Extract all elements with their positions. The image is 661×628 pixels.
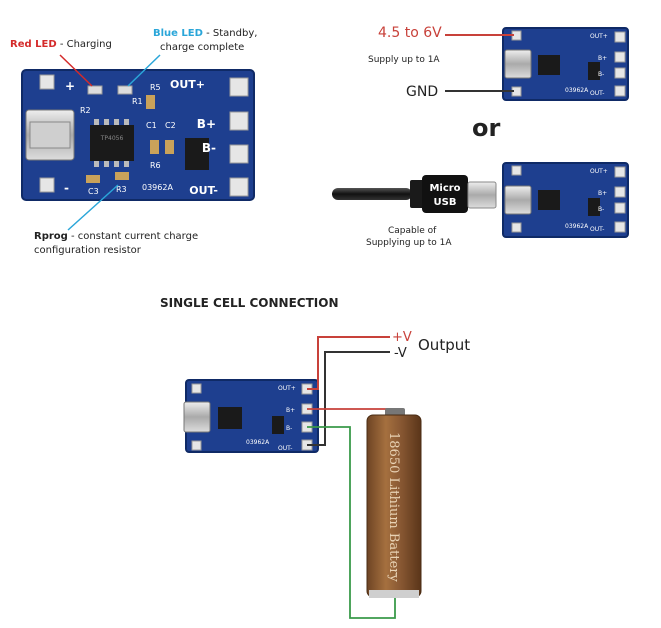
rprog-label: Rprog (34, 231, 68, 242)
b1-b-minus: B- (598, 71, 604, 78)
b1-chip: 03962A (565, 87, 589, 94)
b2-b-minus: B- (598, 206, 604, 213)
ic-chip (90, 125, 134, 161)
usb-label-1: Micro (429, 183, 460, 194)
capable-label-2: Supplying up to 1A (366, 238, 452, 248)
b2-out-minus: OUT- (590, 226, 604, 233)
board-usb: OUT+ B+ B- OUT- 03962A (502, 162, 629, 238)
silk-out-minus: OUT- (189, 184, 218, 197)
b3-out-plus: OUT+ (278, 385, 296, 392)
b1-b-plus: B+ (598, 55, 607, 62)
b2-chip: 03962A (565, 223, 589, 230)
voltage-label: 4.5 to 6V (378, 25, 442, 41)
b3-chip: 03962A (246, 439, 270, 446)
output-label: Output (418, 336, 471, 354)
output-negative-wire (307, 351, 390, 446)
usb-label-2: USB (434, 197, 457, 208)
red-led (87, 85, 103, 95)
output-positive-wire (307, 336, 390, 390)
blue-led-desc2: charge complete (160, 42, 245, 53)
b2-b-plus: B+ (598, 190, 607, 197)
battery-positive-wire (307, 408, 396, 415)
supply-label: Supply up to 1A (368, 55, 440, 65)
rprog-desc2: configuration resistor (34, 245, 141, 256)
b3-b-plus: B+ (286, 407, 295, 414)
section-title: SINGLE CELL CONNECTION (160, 296, 339, 310)
silk-c1: C1 (146, 121, 157, 130)
silk-b-minus: B- (202, 141, 216, 155)
silk-r1: R1 (132, 97, 143, 106)
silk-b-plus: B+ (197, 117, 216, 131)
silk-r3: R3 (116, 185, 127, 194)
silk-out-plus: OUT+ (170, 78, 205, 91)
led-pointer-lines (59, 54, 161, 231)
board-battery: OUT+ B+ B- OUT- 03962A (183, 379, 319, 453)
silk-c3: C3 (88, 187, 99, 196)
silk-chip: 03962A (142, 183, 173, 192)
silk-r5: R5 (150, 83, 161, 92)
red-led-label: Red LED (10, 39, 57, 50)
blue-led (117, 85, 133, 95)
silk-minus: - (64, 181, 69, 195)
silk-r2: R2 (80, 106, 91, 115)
battery-18650: 18650 Lithium Battery (366, 408, 422, 598)
b1-out-minus: OUT- (590, 90, 604, 97)
blue-led-label: Blue LED (153, 28, 203, 39)
red-led-desc: - Charging (56, 39, 112, 50)
rprog-caption: Rprog - constant current charge (34, 231, 198, 242)
blue-led-caption: Blue LED - Standby, (153, 28, 257, 39)
rprog-desc: - constant current charge (67, 231, 199, 242)
blue-led-desc: - Standby, (202, 28, 258, 39)
battery-negative-wire (307, 426, 396, 619)
ic-text: TP4056 (100, 135, 124, 142)
minus-v-label: -V (394, 346, 407, 361)
battery-label: 18650 Lithium Battery (386, 432, 401, 583)
or-label: or (472, 114, 501, 142)
board-supply: OUT+ B+ B- OUT- 03962A (502, 27, 629, 101)
silk-r6: R6 (150, 161, 161, 170)
b2-out-plus: OUT+ (590, 168, 608, 175)
capable-label-1: Capable of (388, 226, 437, 236)
plus-v-label: +V (392, 330, 412, 345)
main-board: TP4056 OUT+ B+ B- OUT- + - R2 (21, 69, 255, 201)
b3-out-minus: OUT- (278, 445, 292, 452)
silk-c2: C2 (165, 121, 176, 130)
usb-cable: Micro USB (332, 175, 497, 213)
b3-b-minus: B- (286, 425, 292, 432)
silk-plus: + (65, 79, 75, 93)
gnd-label: GND (406, 84, 439, 100)
red-led-caption: Red LED - Charging (10, 39, 112, 50)
b1-out-plus: OUT+ (590, 33, 608, 40)
protection-chip (185, 138, 209, 170)
